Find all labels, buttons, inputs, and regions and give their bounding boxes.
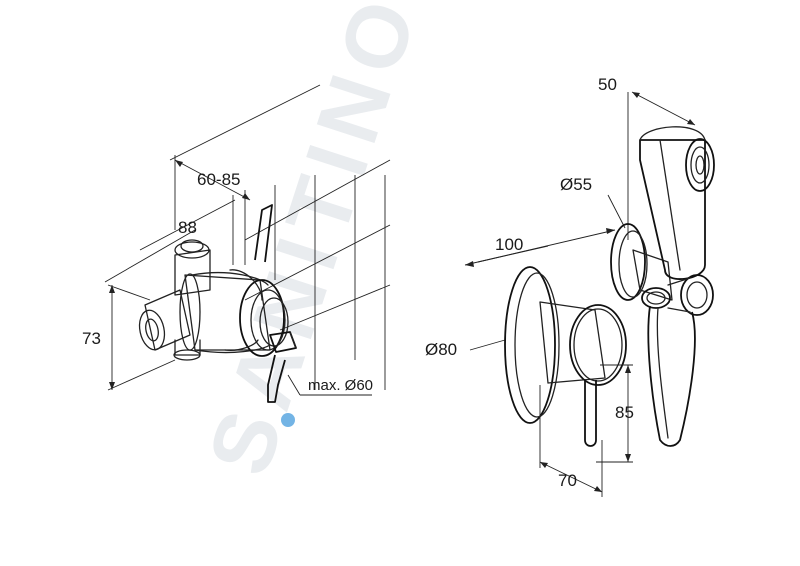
dim-label-max-diameter: max. Ø60 xyxy=(308,377,373,394)
dim-label-diameter-55: Ø55 xyxy=(560,175,592,194)
dim-label-50: 50 xyxy=(598,75,617,94)
dim-label-diameter-80: Ø80 xyxy=(425,340,457,359)
watermark-text: SANITINO xyxy=(189,0,438,486)
watermark: SANITINO xyxy=(189,0,438,486)
dim-label-100: 100 xyxy=(495,235,523,254)
dim-label-70: 70 xyxy=(558,471,577,490)
bidet-shower-set xyxy=(464,91,715,497)
watermark-drop-icon xyxy=(281,413,295,427)
dim-label-73: 73 xyxy=(82,329,101,348)
concealed-valve-body xyxy=(104,84,391,403)
dim-label-85: 85 xyxy=(615,403,634,422)
dim-label-88: 88 xyxy=(178,218,197,237)
dim-label-60-85: 60-85 xyxy=(197,170,240,189)
